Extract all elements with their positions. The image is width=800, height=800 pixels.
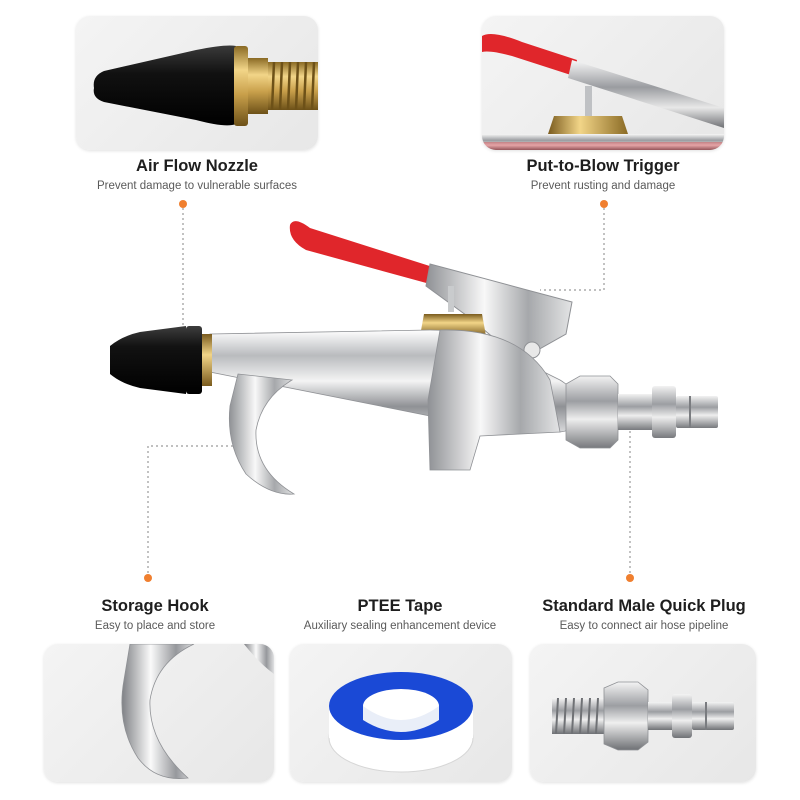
trigger-closeup-panel xyxy=(482,16,724,150)
storage-hook-closeup-image xyxy=(121,644,274,779)
feature-title: Air Flow Nozzle xyxy=(136,157,258,175)
callout-dot-hook xyxy=(144,574,152,582)
feature-description: Prevent damage to vulnerable surfaces xyxy=(96,180,298,192)
feature-description: Auxiliary sealing enhancement device xyxy=(303,620,497,632)
feature-title: Standard Male Quick Plug xyxy=(542,597,746,615)
callout-dot-plug xyxy=(626,574,634,582)
feature-title: PTEE Tape xyxy=(357,597,443,615)
feature-ptee-tape: PTEE Tape Auxiliary sealing enhancement … xyxy=(284,596,516,633)
feature-description: Easy to connect air hose pipeline xyxy=(559,620,729,632)
nozzle-closeup-image xyxy=(93,45,318,126)
nozzle-closeup-panel xyxy=(76,16,318,150)
callout-dot-trigger xyxy=(600,200,608,208)
feature-title: Put-to-Blow Trigger xyxy=(526,157,680,175)
ptee-tape-closeup-panel xyxy=(290,644,512,782)
callout-dot-nozzle xyxy=(179,200,187,208)
storage-hook-closeup-panel xyxy=(44,644,274,782)
feature-title: Storage Hook xyxy=(101,597,209,615)
feature-standard-male-quick-plug: Standard Male Quick Plug Easy to connect… xyxy=(526,596,762,633)
feature-description: Easy to place and store xyxy=(94,620,216,632)
quick-plug-closeup-image xyxy=(552,681,734,751)
feature-storage-hook: Storage Hook Easy to place and store xyxy=(40,596,270,633)
trigger-closeup-image xyxy=(482,34,724,150)
feature-put-to-blow-trigger: Put-to-Blow Trigger Prevent rusting and … xyxy=(472,156,734,193)
quick-plug-closeup-panel xyxy=(530,644,756,782)
ptee-tape-closeup-image xyxy=(328,672,474,773)
feature-air-flow-nozzle: Air Flow Nozzle Prevent damage to vulner… xyxy=(70,156,324,193)
feature-description: Prevent rusting and damage xyxy=(530,180,676,192)
